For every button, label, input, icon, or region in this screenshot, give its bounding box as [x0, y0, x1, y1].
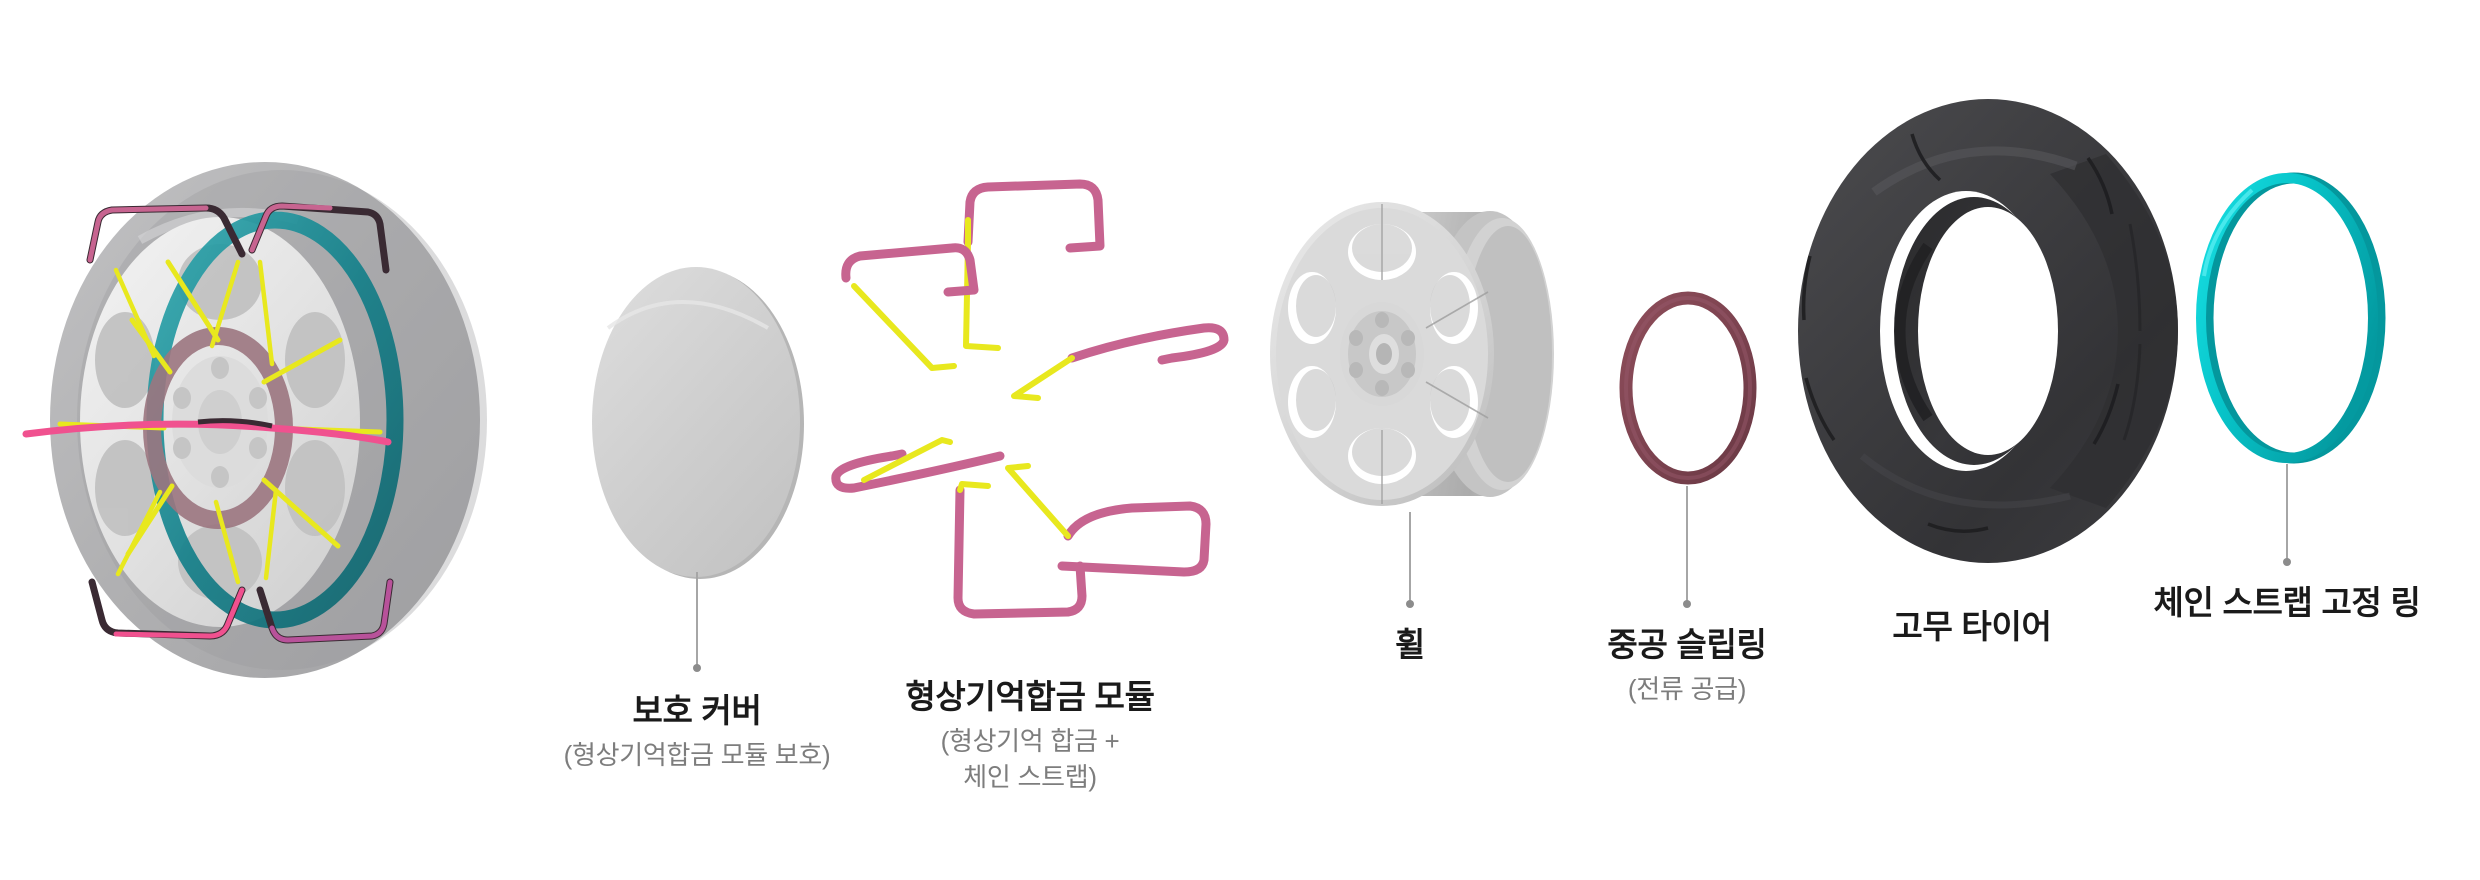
label-hollow-slip-ring-sub: (전류 공급) [1627, 674, 1747, 705]
label-protective-cover: 보호 커버 (형상기억합금 모듈 보호) [564, 690, 831, 773]
leader-line-protective-cover [696, 572, 698, 668]
protective-cover-part [578, 258, 828, 588]
label-rubber-tire-title: 고무 타이어 [1892, 608, 2052, 645]
sma-module-part [831, 168, 1252, 628]
leader-dot-wheel-rim [1406, 600, 1414, 608]
label-rubber-tire: 고무 타이어 [1892, 606, 2051, 648]
chain-strap-retainer-ring-part [2186, 166, 2396, 476]
label-chain-strap-retainer-ring-title: 체인 스트랩 고정 링 [2153, 584, 2421, 621]
label-wheel-rim: 휠 [1395, 624, 1425, 666]
label-sma-module-title: 형상기억합금 모듈 [905, 678, 1155, 715]
leader-dot-protective-cover [693, 664, 701, 672]
leader-line-chain-strap-retainer-ring [2286, 464, 2288, 562]
leader-line-hollow-slip-ring [1686, 486, 1688, 604]
label-hollow-slip-ring: 중공 슬립링 (전류 공급) [1607, 624, 1766, 707]
leader-dot-hollow-slip-ring [1683, 600, 1691, 608]
label-protective-cover-title: 보호 커버 [632, 692, 762, 729]
assembled-wheel-part [20, 150, 540, 690]
label-sma-module-sub-line1: (형상기억 합금 + [940, 726, 1120, 757]
label-chain-strap-retainer-ring: 체인 스트랩 고정 링 [2153, 582, 2420, 624]
leader-line-wheel-rim [1409, 512, 1411, 604]
hollow-slip-ring-part [1598, 288, 1778, 488]
wheel-rim-part [1258, 186, 1618, 526]
label-protective-cover-sub: (형상기억합금 모듈 보호) [563, 740, 831, 771]
label-wheel-rim-title: 휠 [1394, 626, 1426, 663]
leader-dot-chain-strap-retainer-ring [2283, 558, 2291, 566]
label-hollow-slip-ring-title: 중공 슬립링 [1607, 626, 1767, 663]
rubber-tire-part [1788, 96, 2208, 566]
label-sma-module-sub-line2: 체인 스트랩) [963, 761, 1097, 792]
label-sma-module: 형상기억합금 모듈 (형상기억 합금 + 체인 스트랩) [905, 676, 1155, 794]
